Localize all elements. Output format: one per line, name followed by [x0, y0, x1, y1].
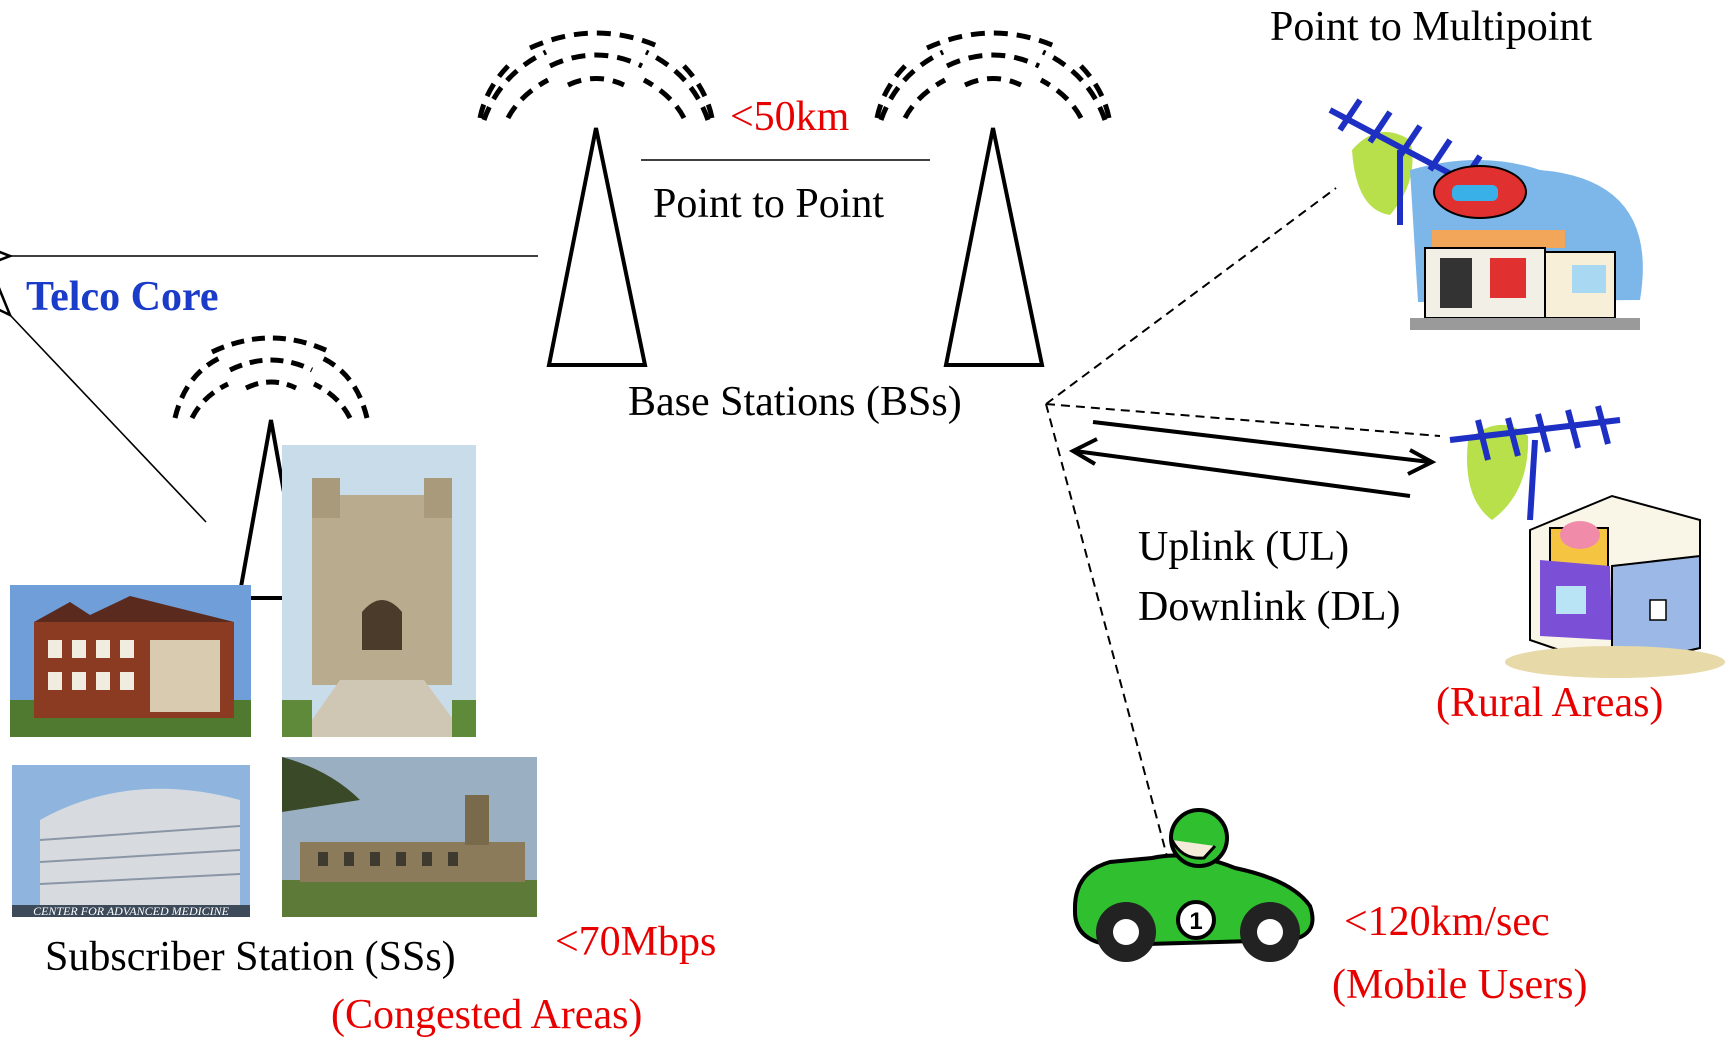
label-point-to-multipoint: Point to Multipoint — [1270, 4, 1592, 50]
label-mobile-users: (Mobile Users) — [1332, 962, 1587, 1008]
label-subscriber-station: Subscriber Station (SSs) — [45, 934, 456, 980]
label-point-to-point: Point to Point — [653, 181, 884, 227]
photo-stone-college — [282, 757, 537, 917]
tower-2-mast — [943, 127, 1045, 367]
shop-clipart — [1449, 405, 1725, 678]
car-number: 1 — [1189, 908, 1202, 935]
base-station-tower-2 — [874, 30, 1112, 367]
wireless-links — [1045, 187, 1441, 861]
label-rural-areas: (Rural Areas) — [1436, 680, 1663, 726]
uplink-downlink-arrows — [1068, 420, 1437, 498]
label-uplink: Uplink (UL) — [1138, 524, 1349, 570]
label-telco-core: Telco Core — [26, 274, 218, 320]
photo-gothic-hall — [282, 445, 476, 737]
tower-1-signal-waves — [477, 30, 715, 121]
telco-core-arrow-lower — [10, 315, 207, 523]
tower-2-signal-waves — [874, 30, 1112, 121]
label-distance: <50km — [730, 94, 850, 140]
base-station-tower-1 — [477, 30, 715, 367]
photo-medical-center: CENTER FOR ADVANCED MEDICINE — [12, 765, 250, 918]
race-car-clipart: 1 — [1072, 808, 1315, 962]
subscriber-tower — [172, 335, 370, 600]
label-bandwidth: <70Mbps — [555, 919, 716, 965]
label-congested-areas: (Congested Areas) — [331, 992, 642, 1038]
subscriber-tower-signal-waves — [172, 335, 370, 420]
tower-1-mast — [546, 127, 648, 367]
label-base-stations: Base Stations (BSs) — [628, 379, 962, 425]
label-downlink: Downlink (DL) — [1138, 584, 1400, 630]
photo-brick-dorm — [10, 585, 251, 737]
medical-center-sign: CENTER FOR ADVANCED MEDICINE — [33, 904, 230, 918]
label-speed: <120km/sec — [1344, 899, 1550, 945]
garage-clipart — [1328, 98, 1643, 330]
